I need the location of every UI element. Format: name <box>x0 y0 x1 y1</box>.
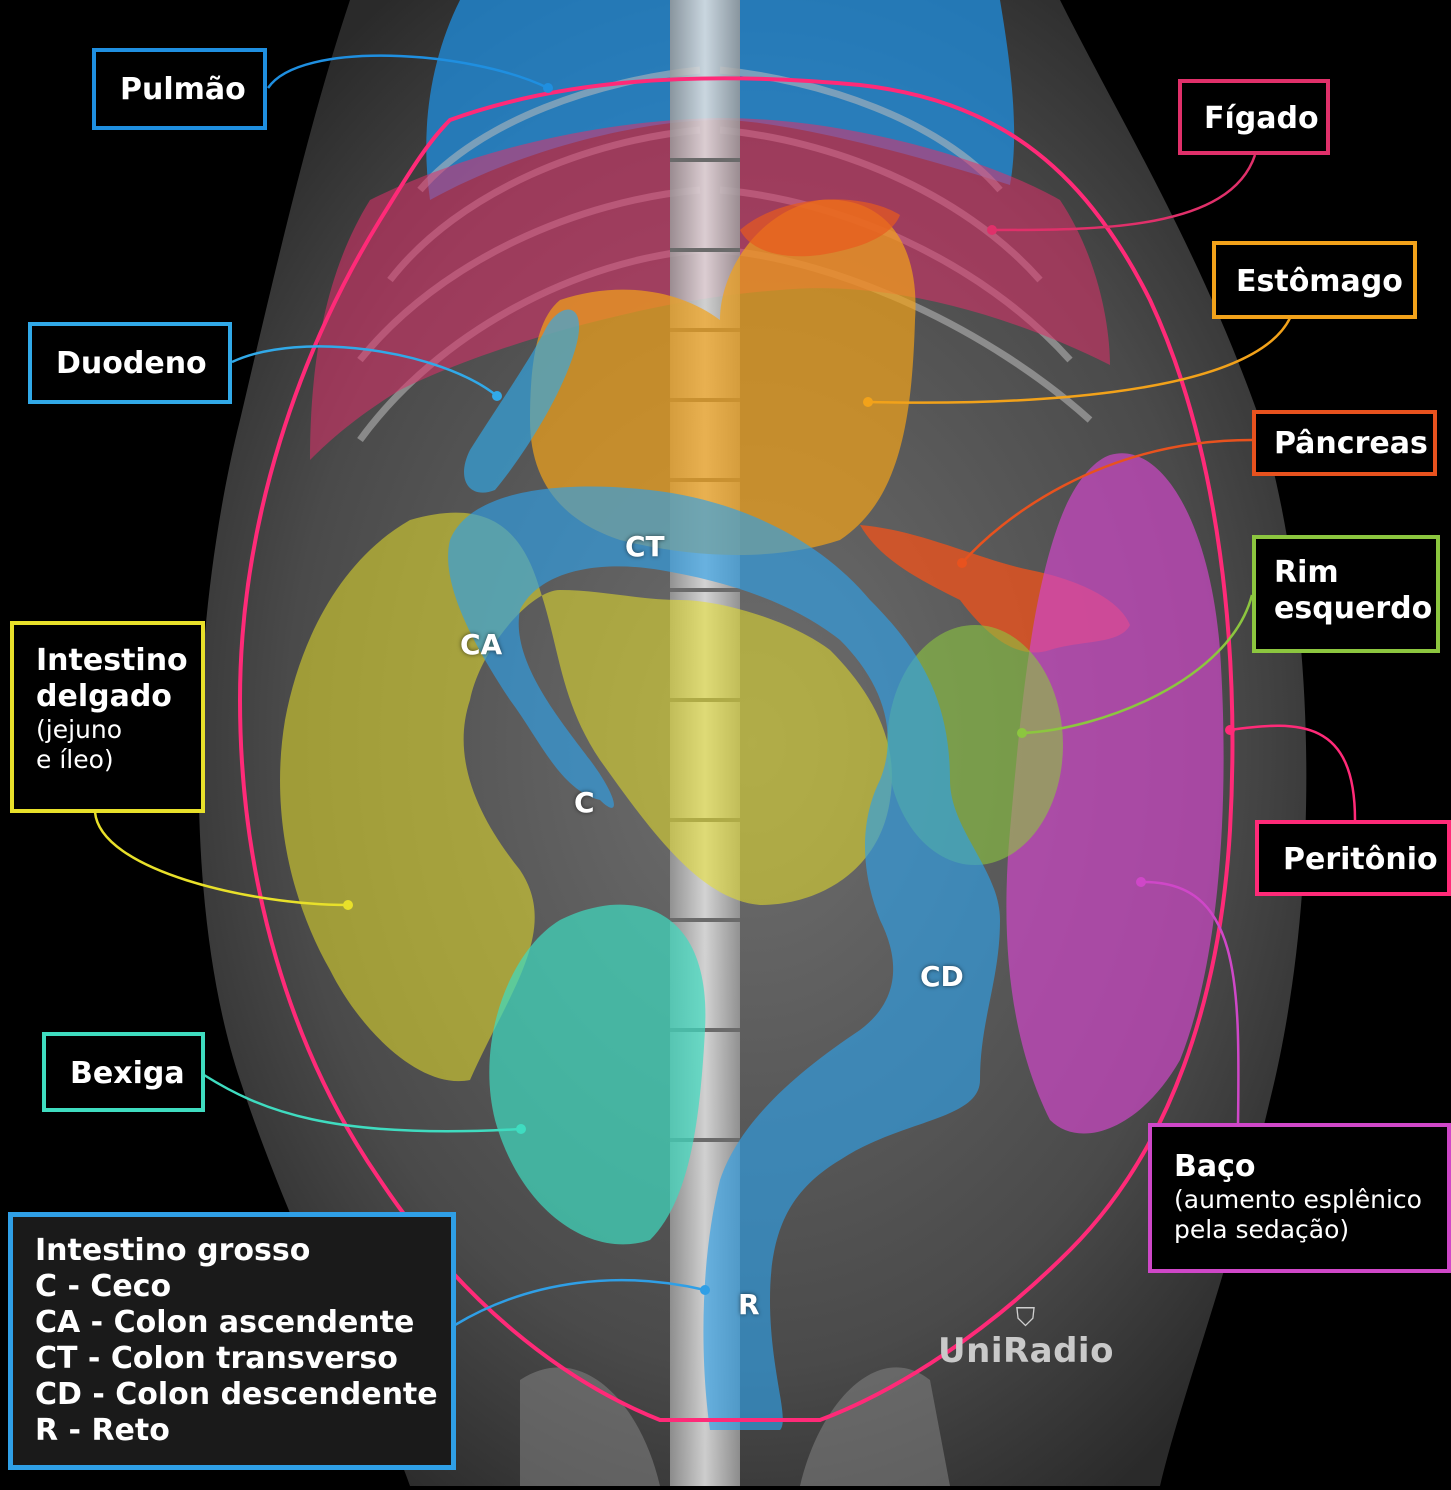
label-intestino-delgado-line4: e íleo) <box>36 745 201 775</box>
label-intestino-delgado-line2: delgado <box>36 679 201 715</box>
brand-name: UniRadio <box>938 1331 1114 1371</box>
region-tag-cd: CD <box>920 960 964 993</box>
label-bexiga: Bexiga <box>42 1032 205 1112</box>
label-rim-line1: Rim <box>1274 555 1436 591</box>
label-duodeno-text: Duodeno <box>56 346 207 381</box>
legend-item: R - Reto <box>35 1413 451 1449</box>
legend-intestino-grosso: Intestino grosso C - Ceco CA - Colon asc… <box>8 1212 456 1470</box>
region-tag-r: R <box>738 1288 760 1321</box>
label-pancreas-text: Pâncreas <box>1274 426 1428 461</box>
brand-logo: ⛉ UniRadio <box>938 1305 1113 1371</box>
label-intestino-delgado-line3: (jejuno <box>36 715 201 745</box>
region-tag-c: C <box>574 786 595 819</box>
label-baco-title: Baço <box>1174 1149 1447 1185</box>
label-figado: Fígado <box>1178 79 1330 155</box>
label-baco-line3: pela sedação) <box>1174 1215 1447 1245</box>
legend-item: CA - Colon ascendente <box>35 1305 451 1341</box>
label-pulmao-text: Pulmão <box>120 72 246 107</box>
legend-title: Intestino grosso <box>35 1233 451 1269</box>
label-figado-text: Fígado <box>1204 101 1319 136</box>
label-pancreas: Pâncreas <box>1252 410 1437 476</box>
legend-item: C - Ceco <box>35 1269 451 1305</box>
label-rim-line2: esquerdo <box>1274 591 1436 627</box>
region-tag-ct: CT <box>625 530 665 563</box>
label-intestino-delgado-line1: Intestino <box>36 643 201 679</box>
label-peritonio-text: Peritônio <box>1283 842 1438 877</box>
legend-item: CT - Colon transverso <box>35 1341 451 1377</box>
region-tag-ca: CA <box>460 628 502 661</box>
label-estomago: Estômago <box>1212 241 1417 319</box>
label-duodeno: Duodeno <box>28 322 232 404</box>
shield-icon: ⛉ <box>938 1305 1113 1331</box>
label-bexiga-text: Bexiga <box>70 1056 185 1091</box>
legend-item: CD - Colon descendente <box>35 1377 451 1413</box>
label-intestino-delgado: Intestino delgado (jejuno e íleo) <box>10 621 205 813</box>
label-estomago-text: Estômago <box>1236 264 1403 299</box>
label-baco: Baço (aumento esplênico pela sedação) <box>1148 1123 1451 1273</box>
label-peritonio: Peritônio <box>1255 820 1451 896</box>
label-baco-line2: (aumento esplênico <box>1174 1185 1447 1215</box>
label-rim-esquerdo: Rim esquerdo <box>1252 535 1440 653</box>
label-pulmao: Pulmão <box>92 48 267 130</box>
